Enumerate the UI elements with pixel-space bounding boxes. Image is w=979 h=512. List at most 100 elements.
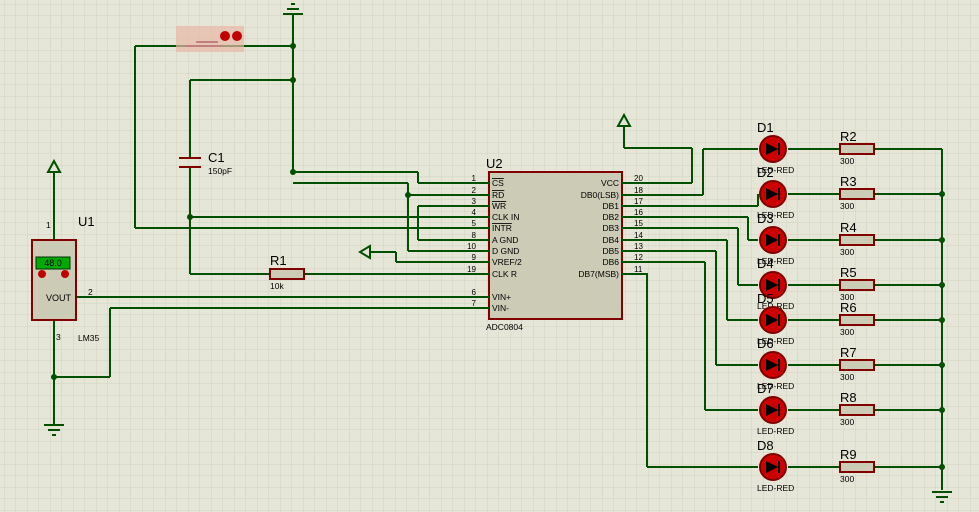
- adc-pin-number: 15: [634, 219, 643, 228]
- led-ref: D4: [757, 256, 774, 271]
- diode-triangle-icon: [766, 234, 778, 246]
- push-switch[interactable]: [176, 26, 244, 52]
- resistor-value: 300: [840, 156, 854, 166]
- sensor-u1[interactable]: 48.0 VOUT U1 LM35 1 2 3: [31, 214, 100, 343]
- adc-pin-number: 2: [472, 186, 477, 195]
- diode-triangle-icon: [766, 279, 778, 291]
- resistor-value: 300: [840, 417, 854, 427]
- resistor-value: 300: [840, 292, 854, 302]
- adc-pin-label: DB2: [602, 212, 619, 222]
- diode-triangle-icon: [766, 143, 778, 155]
- diode-triangle-icon: [766, 404, 778, 416]
- adc-pin-number: 3: [472, 197, 477, 206]
- resistor-value: 300: [840, 247, 854, 257]
- power-terminal-icon: [616, 112, 632, 127]
- adc-pin-label: DB0(LSB): [581, 190, 619, 200]
- adc-pin-number: 18: [634, 186, 643, 195]
- resistor-r5[interactable]: R5 300: [839, 265, 875, 302]
- led-ref: D1: [757, 120, 774, 135]
- capacitor-c1[interactable]: C1 150pF: [179, 150, 232, 176]
- led-part: LED-RED: [757, 301, 794, 311]
- temperature-display: [35, 256, 71, 270]
- resistor-r1[interactable]: R1 10k: [269, 253, 305, 291]
- u1-part: LM35: [78, 333, 100, 343]
- resistor-body: [839, 359, 875, 371]
- junction-dots: [51, 43, 945, 470]
- led-part: LED-RED: [757, 165, 794, 175]
- diode-triangle-icon: [766, 188, 778, 200]
- adc-pin-label: DB6: [602, 257, 619, 267]
- resistor-body: [839, 234, 875, 246]
- temperature-reading: 48.0: [44, 258, 62, 268]
- led-part: LED-RED: [757, 381, 794, 391]
- led-ref: D2: [757, 165, 774, 180]
- decrement-button-icon[interactable]: [38, 270, 46, 278]
- resistor-ref: R2: [840, 129, 857, 144]
- adc-pin-number: 12: [634, 253, 643, 262]
- resistor-body: [839, 279, 875, 291]
- adc-pin-number: 9: [472, 253, 477, 262]
- resistor-value: 300: [840, 372, 854, 382]
- increment-button-icon[interactable]: [61, 270, 69, 278]
- resistor-r2[interactable]: R2 300: [839, 129, 875, 166]
- adc-pin-label: DB1: [602, 201, 619, 211]
- resistor-value: 300: [840, 201, 854, 211]
- r1-value: 10k: [270, 281, 284, 291]
- resistor-r4[interactable]: R4 300: [839, 220, 875, 257]
- led-array: D1LED-REDD2LED-REDD3LED-REDD4LED-REDD5LE…: [757, 120, 794, 493]
- adc-pin-label: A GND: [492, 235, 518, 245]
- resistor-body: [839, 188, 875, 200]
- resistor-r8[interactable]: R8 300: [839, 390, 875, 427]
- r1-ref: R1: [270, 253, 287, 268]
- switch-button-icon[interactable]: [232, 31, 242, 41]
- resistor-ref: R8: [840, 390, 857, 405]
- switch-button-icon[interactable]: [220, 31, 230, 41]
- adc-pin-number: 16: [634, 208, 643, 217]
- adc-pin-number: 5: [472, 219, 477, 228]
- resistor-ref: R5: [840, 265, 857, 280]
- resistor-ref: R4: [840, 220, 857, 235]
- adc-pin-label: WR: [492, 201, 506, 211]
- diode-triangle-icon: [766, 314, 778, 326]
- adc-pin-label: VIN+: [492, 292, 511, 302]
- adc-pin-number: 6: [472, 288, 477, 297]
- resistor-value: 300: [840, 474, 854, 484]
- adc-pin-label: D GND: [492, 246, 519, 256]
- adc-pin-label: CS: [492, 178, 504, 188]
- c1-ref: C1: [208, 150, 225, 165]
- ground-icon: [44, 424, 64, 436]
- diode-triangle-icon: [766, 461, 778, 473]
- led-ref: D6: [757, 336, 774, 351]
- adc-pin-number: 7: [472, 299, 477, 308]
- u1-pin-label: VOUT: [46, 293, 72, 303]
- adc-pin-label: DB3: [602, 223, 619, 233]
- vref-terminal-icon: [358, 244, 371, 260]
- resistor-ref: R6: [840, 300, 857, 315]
- resistor-ref: R9: [840, 447, 857, 462]
- led-ref: D7: [757, 381, 774, 396]
- resistor-r9[interactable]: R9 300: [839, 447, 875, 484]
- power-terminal-icon: [46, 158, 62, 178]
- diode-triangle-icon: [766, 359, 778, 371]
- led-ref: D8: [757, 438, 774, 453]
- u1-pin-number: 3: [56, 332, 61, 342]
- adc-pin-number: 19: [467, 265, 476, 274]
- adc-pin-label: RD: [492, 190, 504, 200]
- u2-part: ADC0804: [486, 322, 523, 332]
- adc-pin-number: 8: [472, 231, 477, 240]
- resistor-body: [839, 143, 875, 155]
